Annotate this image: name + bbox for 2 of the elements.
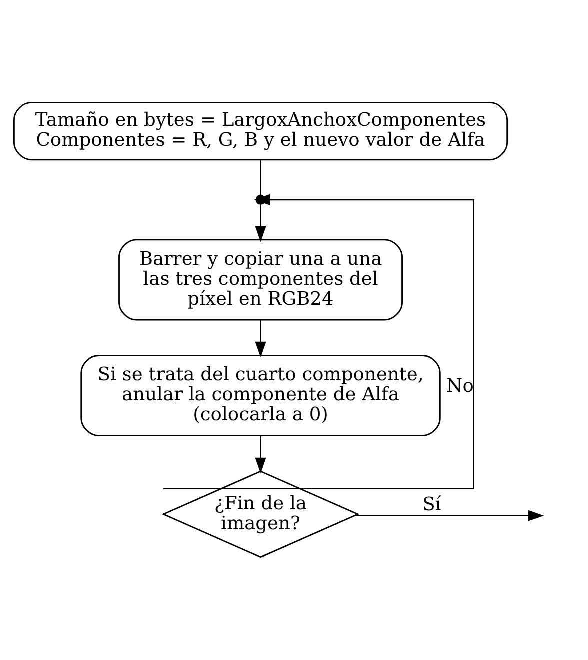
edge-label: Sí: [422, 494, 442, 516]
edge-label: No: [446, 376, 474, 398]
